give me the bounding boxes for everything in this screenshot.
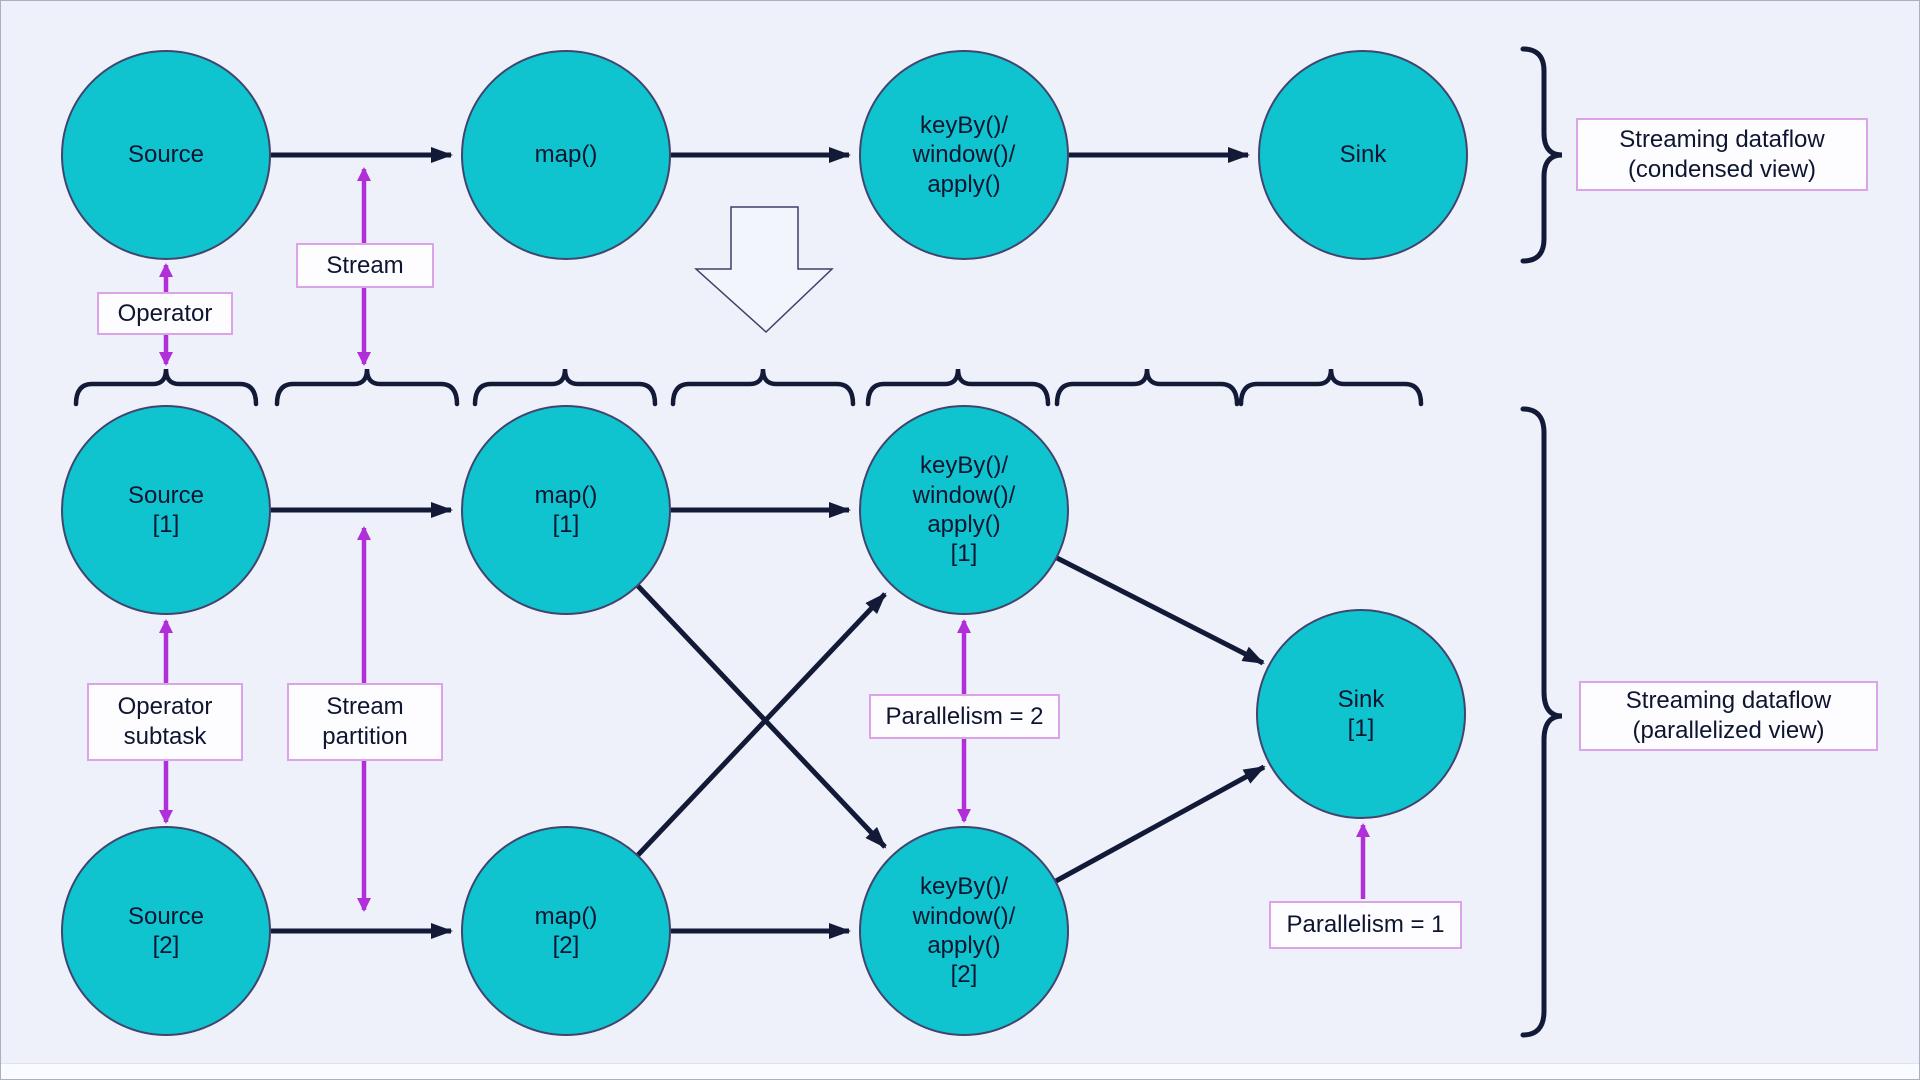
node-keyby-1: keyBy()/ window()/ apply() [1]	[859, 405, 1069, 615]
node-map-1: map() [1]	[461, 405, 671, 615]
condensed-view-section-label: Streaming dataflow (condensed view)	[1576, 118, 1868, 191]
edge-map2-keyby1	[636, 592, 887, 857]
stream-label: Stream	[296, 243, 434, 288]
node-sink: Sink	[1258, 50, 1468, 260]
parallelism-1-label: Parallelism = 1	[1269, 901, 1462, 949]
column-brace	[73, 368, 259, 407]
operator-label: Operator	[97, 292, 233, 335]
node-map-2: map() [2]	[461, 826, 671, 1036]
column-brace	[1054, 368, 1240, 407]
down-arrow-icon	[694, 206, 834, 334]
parallelized-view-section-label: Streaming dataflow (parallelized view)	[1579, 681, 1878, 751]
node-source: Source	[61, 50, 271, 260]
edge-keyby2-sink1	[1054, 764, 1266, 884]
node-source-1: Source [1]	[61, 405, 271, 615]
parallelism-2-label: Parallelism = 2	[869, 694, 1060, 739]
column-brace	[670, 368, 856, 407]
column-brace	[1238, 368, 1424, 407]
operator-subtask-label: Operator subtask	[87, 683, 243, 761]
column-brace	[274, 368, 460, 407]
node-keyby: keyBy()/ window()/ apply()	[859, 50, 1069, 260]
edge-keyby1-sink1	[1055, 555, 1265, 666]
node-sink-1: Sink [1]	[1256, 609, 1466, 819]
column-brace	[472, 368, 658, 407]
parallelized-section-brace	[1520, 406, 1563, 1038]
stream-partition-label: Stream partition	[287, 683, 443, 761]
node-map: map()	[461, 50, 671, 260]
column-brace	[865, 368, 1051, 407]
bottom-edge-strip	[1, 1063, 1919, 1079]
node-keyby-2: keyBy()/ window()/ apply() [2]	[859, 826, 1069, 1036]
node-source-2: Source [2]	[61, 826, 271, 1036]
condensed-section-brace	[1520, 46, 1563, 264]
edge-map1-keyby2	[636, 584, 887, 849]
dataflow-edges	[271, 147, 1266, 939]
